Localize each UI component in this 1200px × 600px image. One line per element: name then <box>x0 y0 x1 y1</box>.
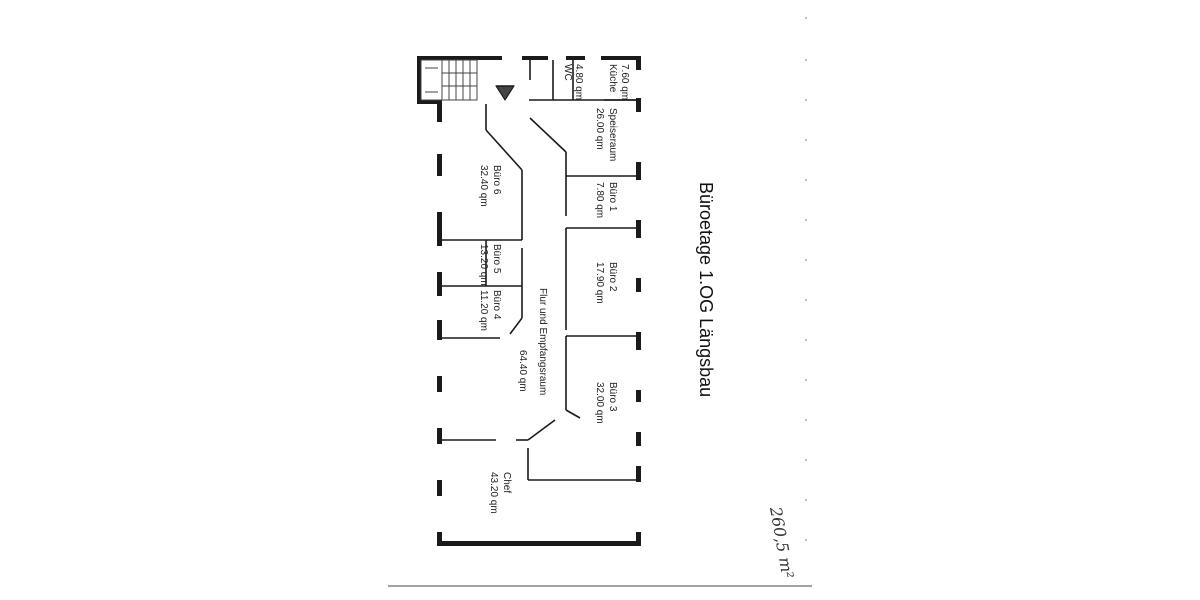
room-buero-6: Büro 6 32.40 qm <box>478 165 502 207</box>
room-buero-4: Büro 4 11.20 qm <box>478 290 502 331</box>
room-buero-1: Büro 1 7.80 qm <box>594 182 618 218</box>
room-name: Büro 4 <box>491 290 502 320</box>
room-name: Büro 2 <box>607 262 618 292</box>
room-buero-2: Büro 2 17.90 qm <box>594 262 618 304</box>
room-name: Büro 1 <box>607 182 618 212</box>
room-name: Speiseraum <box>607 108 618 161</box>
room-speiseraum: Speiseraum 26.00 qm <box>594 108 618 161</box>
room-kueche: Küche 7.60 qm <box>607 64 630 100</box>
room-flur: Flur und Empfangsraum 64.40 qm <box>517 288 548 395</box>
room-name: Büro 6 <box>491 165 502 195</box>
room-name: Büro 5 <box>491 244 502 274</box>
room-area: 4.80 qm <box>573 64 584 100</box>
room-area: 7.80 qm <box>594 182 605 218</box>
staircase <box>420 59 478 101</box>
room-name: Chef <box>501 472 512 493</box>
room-area: 43.20 qm <box>488 472 499 514</box>
room-area: 11.20 qm <box>478 290 489 331</box>
room-name: WC <box>562 64 573 81</box>
windows-top <box>502 56 601 60</box>
plan-title: Büroetage 1.OG Längsbau <box>696 182 716 397</box>
windows-left <box>437 122 442 532</box>
handwritten-total: 260,5 m² <box>766 504 797 580</box>
room-buero-5: Büro 5 13.20 qm <box>478 244 502 286</box>
room-wc: WC 4.80 qm <box>562 64 584 100</box>
room-area: 17.90 qm <box>594 262 605 304</box>
room-area: 32.40 qm <box>478 165 489 207</box>
room-area: 13.20 qm <box>478 244 489 286</box>
room-area: 32.00 qm <box>594 382 605 424</box>
shaft-symbol <box>495 85 515 101</box>
windows-right <box>636 70 641 532</box>
room-name: Büro 3 <box>607 382 618 412</box>
room-name: Küche <box>607 64 618 93</box>
room-area: 26.00 qm <box>594 108 605 150</box>
room-area: 64.40 qm <box>517 350 528 392</box>
interior-walls <box>442 60 636 481</box>
room-chef: Chef 43.20 qm <box>488 472 512 514</box>
room-buero-3: Büro 3 32.00 qm <box>594 382 618 424</box>
room-name: Flur und Empfangsraum <box>537 288 548 395</box>
scan-specks <box>805 17 807 541</box>
room-area: 7.60 qm <box>619 64 630 100</box>
